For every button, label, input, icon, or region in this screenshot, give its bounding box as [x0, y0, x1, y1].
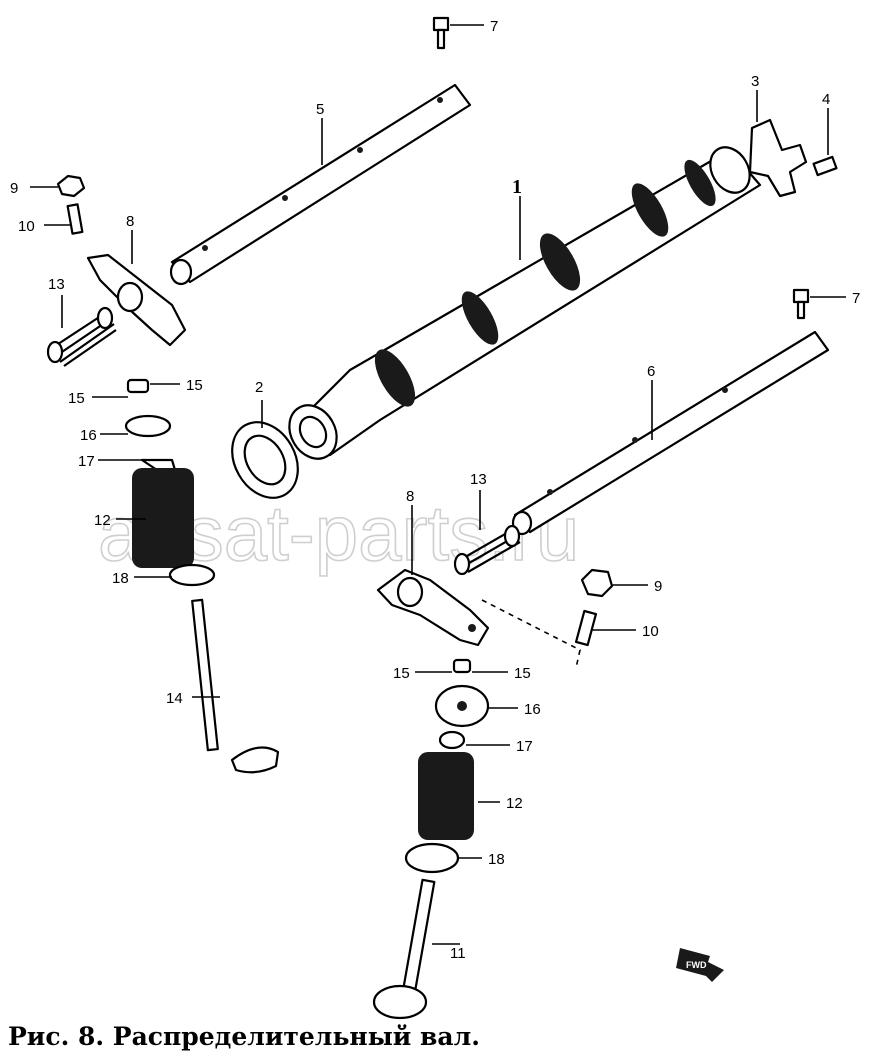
valve-spring-right-part [418, 752, 474, 840]
callout-7-lower: 7 [852, 290, 860, 307]
assembly-dashline [481, 599, 581, 669]
callout-11: 11 [450, 945, 466, 962]
leader-lines [30, 24, 846, 945]
fwd-badge-text: FWD [686, 960, 707, 970]
camshaft-part [288, 146, 762, 460]
figure-caption: Рис. 8. Распределительный вал. [8, 1022, 480, 1051]
spring-retainer-left-part [124, 414, 172, 438]
rocker-shaft-upper-part [169, 83, 472, 286]
valve-right-part [372, 878, 436, 1020]
plate-bolt-part [812, 155, 838, 177]
callout-15-b: 15 [186, 377, 203, 394]
rocker-shaft-lower-part [511, 330, 830, 536]
callout-13-right: 13 [470, 471, 487, 488]
callout-17-right: 17 [516, 738, 533, 755]
callout-18-right: 18 [488, 851, 505, 868]
callout-18-left: 18 [112, 570, 129, 587]
callout-6: 6 [647, 363, 655, 380]
callout-5: 5 [316, 101, 324, 118]
callout-16-left: 16 [80, 427, 97, 444]
valve-spring-left-part [132, 458, 216, 587]
valve-left-part [191, 598, 280, 774]
arrow-fwd-icon: FWD [676, 948, 724, 982]
callout-17-left: 17 [78, 453, 95, 470]
callout-10-left: 10 [18, 218, 35, 235]
valve-collet-left-part [126, 378, 150, 394]
rocker-spring-upper-part [46, 306, 117, 367]
spring-retainer-right-part [434, 684, 490, 728]
callout-15-a: 15 [68, 390, 85, 407]
valve-collet-right-part [452, 658, 472, 674]
callout-12-left: 12 [94, 512, 111, 529]
callout-15-c: 15 [393, 665, 410, 682]
callout-10-right: 10 [642, 623, 659, 640]
callout-14: 14 [166, 690, 183, 707]
adjust-screw-lower-part [574, 609, 598, 647]
callout-16-right: 16 [524, 701, 541, 718]
adjust-screw-upper-part [66, 203, 84, 235]
thrust-plate-part [748, 118, 808, 198]
callout-3: 3 [751, 73, 759, 90]
callout-4: 4 [822, 91, 830, 108]
callout-9-right: 9 [654, 578, 662, 595]
callout-7-upper: 7 [490, 18, 498, 35]
rocker-spring-lower-part [453, 524, 521, 576]
callout-2: 2 [255, 379, 263, 396]
callout-1: 1 [512, 176, 522, 198]
callout-15-d: 15 [514, 665, 531, 682]
lock-nut-upper-part [56, 174, 86, 198]
valve-stem-seal-right-part [438, 730, 466, 750]
spring-seat-right-part [404, 842, 460, 874]
callout-8-upper: 8 [126, 213, 134, 230]
callout-9-left: 9 [10, 180, 18, 197]
rocker-arm-upper-part [86, 253, 187, 347]
callout-8-lower: 8 [406, 488, 414, 505]
shaft-bolt-upper-part [432, 16, 450, 50]
lock-nut-lower-part [580, 568, 614, 598]
rocker-arm-lower-part [376, 568, 490, 647]
shaft-bolt-lower-part [792, 288, 810, 320]
oil-seal-part [231, 421, 299, 499]
callout-12-right: 12 [506, 795, 523, 812]
callout-13-left: 13 [48, 276, 65, 293]
